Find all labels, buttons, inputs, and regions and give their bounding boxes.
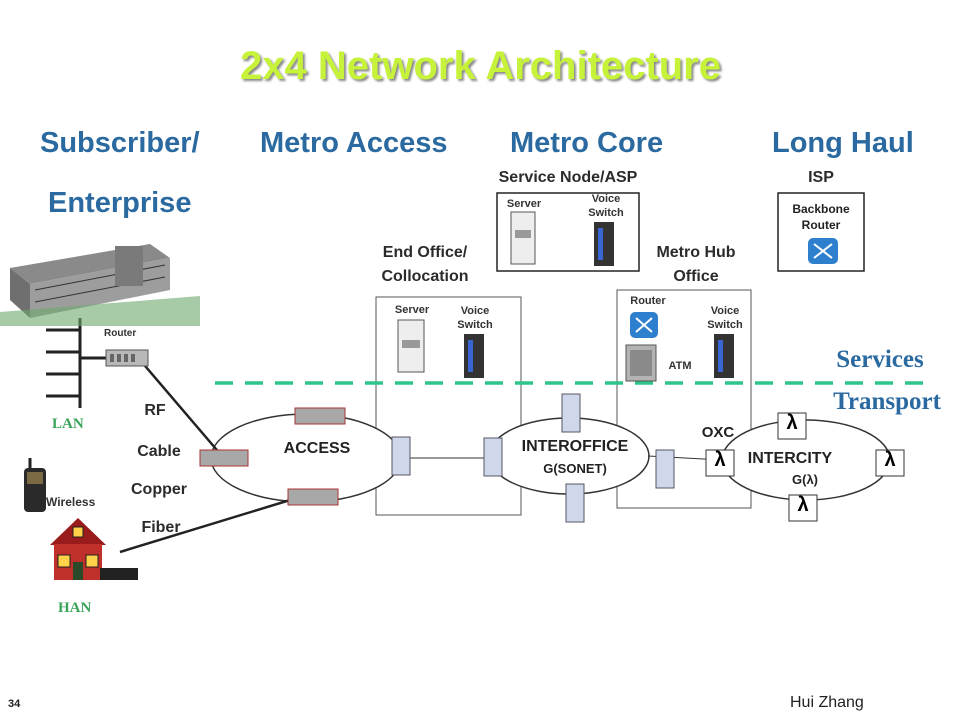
author-label: Hui Zhang — [790, 694, 864, 711]
service-node-server-label: Server — [506, 198, 542, 210]
lambda-box-top — [777, 412, 807, 440]
atm-label: ATM — [668, 360, 692, 372]
oxc-label: OXC — [701, 424, 735, 441]
lambda-right-symbol: λ — [884, 449, 896, 471]
lan-bus — [46, 318, 106, 408]
column-long-haul: Long Haul — [772, 127, 914, 159]
media-rf: RF — [144, 402, 166, 419]
lan-label: LAN — [52, 416, 84, 432]
lambda-top-symbol: λ — [786, 412, 798, 434]
end-office-title: End Office/Collocation — [381, 244, 469, 285]
page-title: 2x4 Network Architecture — [240, 44, 721, 88]
access-adm-left — [199, 449, 249, 467]
lambda-left-symbol: λ — [714, 449, 726, 471]
subscriber-router-icon — [105, 349, 149, 367]
column-subscriber-line2: Enterprise — [48, 187, 192, 219]
service-node-voice-switch-icon — [594, 222, 614, 266]
house-access-link — [119, 495, 301, 554]
wireless-phone-icon — [24, 458, 46, 512]
hub-router-icon — [630, 312, 658, 338]
access-cabinet-right — [391, 436, 411, 476]
media-cable: Cable — [137, 443, 181, 460]
service-node-server-icon — [510, 211, 536, 265]
access-ring-label: ACCESS — [283, 440, 351, 457]
media-copper: Copper — [131, 481, 187, 498]
transport-label: Transport — [833, 388, 941, 415]
hub-voice-switch-icon — [714, 334, 734, 378]
column-metro-core: Metro Core — [510, 127, 664, 159]
hub-atm-icon — [625, 344, 657, 382]
interoffice-cabinet-right — [655, 449, 675, 489]
access-adm-top — [294, 407, 346, 425]
hub-router-label: Router — [630, 295, 666, 307]
media-fiber: Fiber — [141, 519, 181, 536]
column-metro-access: Metro Access — [260, 127, 448, 159]
page-number: 34 — [8, 698, 21, 710]
lambda-box-bottom — [788, 494, 818, 522]
lambda-box-right — [875, 449, 905, 477]
wireless-label: Wireless — [46, 495, 96, 509]
isp-title: ISP — [808, 169, 834, 186]
interoffice-sub-label: G(SONET) — [543, 461, 607, 476]
subscriber-router-label: Router — [104, 328, 137, 339]
lambda-bottom-symbol: λ — [797, 494, 809, 516]
router-access-link — [139, 359, 223, 457]
access-adm-bottom — [287, 488, 339, 506]
han-label: HAN — [58, 600, 92, 616]
end-office-voice-switch-icon — [464, 334, 484, 378]
column-subscriber-line1: Subscriber/ — [40, 127, 200, 159]
interoffice-cabinet-left — [483, 437, 503, 477]
building-icon — [0, 244, 200, 326]
lambda-box-left — [705, 449, 735, 477]
interoffice-ring-label: INTEROFFICE — [521, 438, 629, 455]
interoffice-cabinet-top — [561, 393, 581, 433]
end-office-server-icon — [397, 319, 425, 373]
services-label: Services — [836, 346, 924, 373]
intercity-sub-label: G(λ) — [792, 472, 818, 487]
service-node-title: Service Node/ASP — [498, 169, 638, 186]
house-icon — [50, 518, 138, 580]
end-office-server-label: Server — [394, 304, 430, 316]
backbone-router-icon — [808, 238, 838, 264]
interoffice-cabinet-bottom — [565, 483, 585, 523]
intercity-ring-label: INTERCITY — [747, 450, 833, 467]
